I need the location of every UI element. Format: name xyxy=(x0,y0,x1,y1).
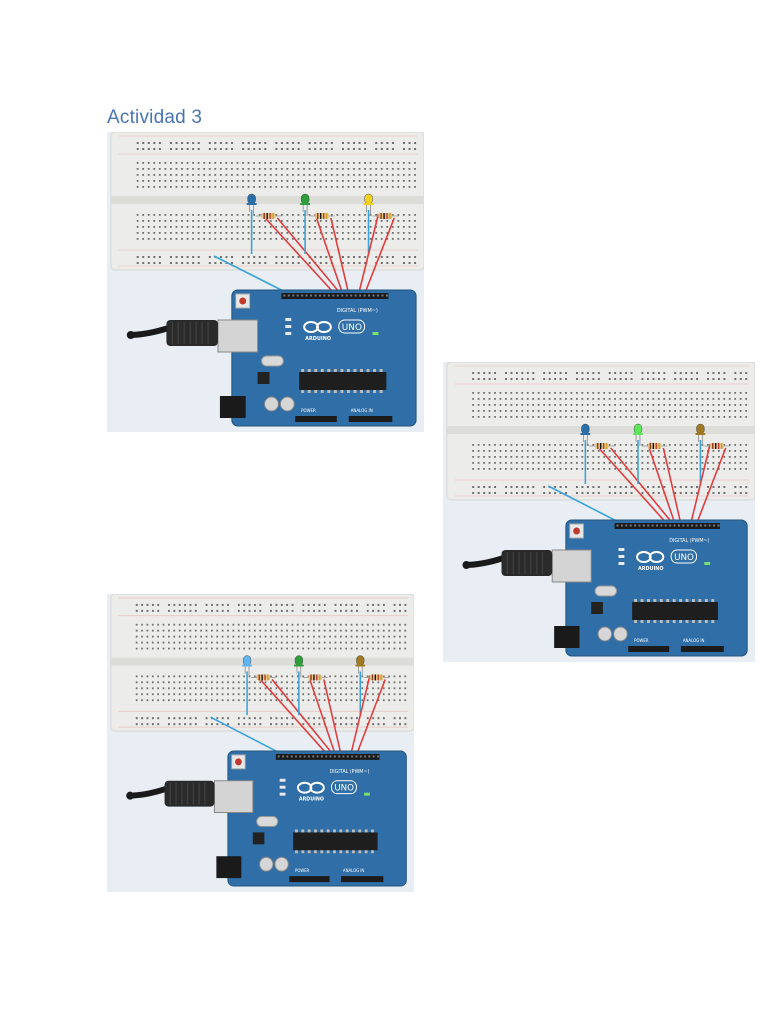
power-header-label: POWER xyxy=(295,868,309,873)
arduino-logo: ARDUINO UNO xyxy=(303,319,366,342)
model-label: UNO xyxy=(342,323,362,333)
breadboard xyxy=(446,362,755,501)
circuit-svg: DIGITAL (PWM~) POWER ANALOG IN ARDUINO UNO xyxy=(443,362,755,662)
capacitor-2 xyxy=(279,396,295,412)
analog-header-label: ANALOG IN xyxy=(351,408,373,413)
usb-port xyxy=(213,780,254,814)
breadboard xyxy=(110,132,424,271)
capacitor-2 xyxy=(274,856,289,872)
status-led-3 xyxy=(618,562,625,565)
circuit-figure-2: DIGITAL (PWM~) POWER ANALOG IN ARDUINO UNO xyxy=(443,362,755,662)
atmega-chip xyxy=(299,369,387,393)
status-led-2 xyxy=(285,325,292,328)
led-2 xyxy=(633,423,682,525)
components xyxy=(213,193,399,297)
usb-port xyxy=(551,549,592,583)
resistor-1 xyxy=(589,443,615,449)
status-led-2 xyxy=(618,555,625,558)
crystal xyxy=(256,816,279,827)
status-led-3 xyxy=(285,332,292,335)
ground-wire xyxy=(547,485,627,527)
led-3 xyxy=(349,655,390,756)
arduino-board: DIGITAL (PWM~) POWER ANALOG IN ARDUINO UNO xyxy=(213,750,407,887)
digital-header xyxy=(281,293,389,299)
circuit-svg: DIGITAL (PWM~) POWER ANALOG IN ARDUINO UNO xyxy=(107,594,414,892)
page-heading: Actividad 3 xyxy=(107,107,203,128)
digital-header xyxy=(614,523,720,529)
power-jack xyxy=(216,856,242,879)
capacitor-1 xyxy=(259,856,274,872)
arduino-board: DIGITAL (PWM~) POWER ANALOG IN ARDUINO UNO xyxy=(217,289,417,427)
led-1 xyxy=(246,193,342,295)
power-header-label: POWER xyxy=(634,638,649,643)
ground-wire xyxy=(210,716,288,758)
usb-cable xyxy=(126,780,215,807)
status-led-2 xyxy=(279,785,286,789)
status-led-1 xyxy=(618,548,625,551)
model-label: UNO xyxy=(334,784,354,794)
resistor-3 xyxy=(364,674,390,681)
atmega-chip xyxy=(632,599,718,623)
power-jack xyxy=(554,626,580,648)
model-label: UNO xyxy=(674,553,694,563)
analog-header xyxy=(341,876,384,883)
capacitor-2 xyxy=(613,626,628,642)
crystal xyxy=(594,585,618,597)
led-3 xyxy=(357,193,399,295)
circuit-svg: DIGITAL (PWM~) POWER ANALOG IN ARDUINO UNO xyxy=(107,132,424,432)
status-led-1 xyxy=(285,318,292,321)
breadboard-holes xyxy=(135,603,407,726)
resistor-2 xyxy=(641,443,668,449)
arduino-logo: ARDUINO UNO xyxy=(636,549,697,572)
power-header xyxy=(628,646,670,652)
analog-header xyxy=(680,646,724,652)
breadboard-holes xyxy=(472,372,748,494)
analog-header-label: ANALOG IN xyxy=(683,638,705,643)
capacitor-1 xyxy=(597,626,613,642)
analog-header xyxy=(348,416,393,422)
status-led-3 xyxy=(279,792,286,796)
power-led xyxy=(372,332,379,335)
components xyxy=(210,655,390,758)
atmega-chip xyxy=(293,829,378,854)
led-3 xyxy=(689,423,730,525)
brand-label: ARDUINO xyxy=(638,566,663,572)
power-header xyxy=(289,876,330,883)
power-header-label: POWER xyxy=(301,408,316,413)
resistor-3 xyxy=(372,213,399,219)
digital-header-label: DIGITAL (PWM~) xyxy=(669,538,709,544)
resistor-3 xyxy=(704,443,730,449)
resistor-2 xyxy=(309,213,335,219)
crystal xyxy=(261,355,284,367)
power-led xyxy=(364,792,370,796)
arduino-logo: ARDUINO UNO xyxy=(296,780,357,803)
breadboard xyxy=(110,594,414,732)
resistor-1 xyxy=(250,674,276,681)
brand-label: ARDUINO xyxy=(305,336,331,342)
capacitor-1 xyxy=(264,396,279,412)
power-led xyxy=(704,562,711,565)
usb-cable xyxy=(462,550,553,576)
led-2 xyxy=(300,193,350,295)
resistor-2 xyxy=(302,674,328,681)
power-header xyxy=(295,416,337,422)
analog-header-label: ANALOG IN xyxy=(343,868,364,873)
usb-cable xyxy=(126,320,218,346)
status-led-1 xyxy=(279,778,286,782)
brand-label: ARDUINO xyxy=(299,797,324,803)
power-jack xyxy=(219,396,246,418)
resistor-1 xyxy=(255,213,282,219)
components xyxy=(547,423,730,527)
led-2 xyxy=(294,655,342,756)
digital-header xyxy=(275,753,380,760)
circuit-figure-1: DIGITAL (PWM~) POWER ANALOG IN ARDUINO UNO xyxy=(107,132,424,432)
circuit-figure-3: DIGITAL (PWM~) POWER ANALOG IN ARDUINO UNO xyxy=(107,594,414,892)
digital-header-label: DIGITAL (PWM~) xyxy=(330,769,370,775)
usb-port xyxy=(217,319,259,353)
ground-wire xyxy=(213,255,294,297)
digital-header-label: DIGITAL (PWM~) xyxy=(337,308,378,314)
led-1 xyxy=(242,655,334,756)
led-1 xyxy=(580,423,674,525)
arduino-board: DIGITAL (PWM~) POWER ANALOG IN ARDUINO UNO xyxy=(551,519,748,657)
